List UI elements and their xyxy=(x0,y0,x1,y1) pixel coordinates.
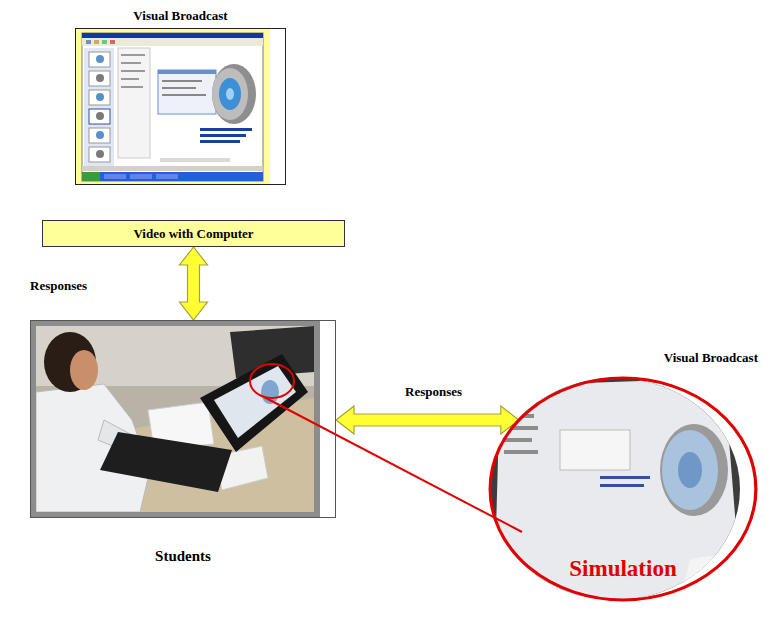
slide-thumb xyxy=(89,90,110,105)
leader-line xyxy=(264,397,522,532)
circle-outline: Simulation xyxy=(488,376,758,602)
screenshot-ground xyxy=(75,28,270,185)
zoom-line xyxy=(504,402,538,406)
software-screenshot xyxy=(75,28,270,185)
photo-box: Students xyxy=(30,320,336,565)
property-panel xyxy=(118,48,150,158)
disk-bore xyxy=(226,88,234,100)
task-button xyxy=(156,174,178,179)
task-button xyxy=(104,174,126,179)
zoom-dialog xyxy=(560,430,630,470)
slide-thumb xyxy=(89,128,110,143)
tool-icon xyxy=(110,40,115,44)
panel-line xyxy=(121,78,139,80)
zoom-line xyxy=(504,414,534,418)
caption-box: Video with Computer xyxy=(42,220,345,247)
status-bar xyxy=(82,166,263,171)
highlight-circle xyxy=(250,364,294,398)
slide-thumb xyxy=(89,109,110,124)
slide-text xyxy=(200,134,246,137)
keyboard xyxy=(100,432,232,492)
thumb-figure xyxy=(96,55,104,63)
slide-thumb xyxy=(89,71,110,86)
slide-thumb xyxy=(89,147,110,162)
panel-line xyxy=(121,62,141,64)
thumb-figure xyxy=(96,93,104,101)
thumb-figure xyxy=(96,74,104,82)
classroom-photo xyxy=(30,320,320,518)
box-outline xyxy=(75,28,286,185)
dialog-line xyxy=(162,80,202,82)
tool-icon xyxy=(94,40,99,44)
panel-line xyxy=(121,54,145,56)
zoom-line xyxy=(504,438,532,442)
zoom-menu xyxy=(500,388,560,394)
zoom-disk-face xyxy=(662,430,718,510)
tool-icon xyxy=(102,40,107,44)
dialog-line xyxy=(162,94,206,96)
tool-icon xyxy=(86,40,91,44)
taskbar xyxy=(82,172,263,181)
thumb-figure xyxy=(96,131,104,139)
box-outline xyxy=(30,320,336,518)
zoom-text xyxy=(600,476,650,479)
menu-bar xyxy=(82,38,263,46)
slide-text xyxy=(200,140,240,143)
task-button xyxy=(130,174,152,179)
slide-text xyxy=(200,128,252,131)
arrow-label: Responses xyxy=(405,384,462,400)
box-heading: Visual Broadcast xyxy=(75,8,286,24)
box-heading: Students xyxy=(30,548,336,565)
title-bar xyxy=(82,33,263,38)
face xyxy=(70,350,98,390)
dialog-line xyxy=(162,87,196,89)
ellipse-border xyxy=(490,378,756,600)
panel-line xyxy=(121,86,143,88)
zoom-ground xyxy=(488,376,742,602)
photo-frame xyxy=(30,320,320,518)
zoom-disk-hub xyxy=(678,452,702,488)
box-heading: Visual Broadcast xyxy=(488,350,758,366)
zoom-text xyxy=(600,484,644,487)
zoom-circle: Visual BroadcastSimulation xyxy=(488,350,758,602)
zoom-object xyxy=(680,556,745,602)
box-text: Video with Computer xyxy=(133,226,253,242)
disk-hub xyxy=(219,78,241,110)
screenshot-box: Visual Broadcast xyxy=(75,8,286,185)
block-arrow xyxy=(180,247,208,320)
zoomed-screen xyxy=(488,376,745,602)
thumb-figure xyxy=(96,150,104,158)
dialog-box xyxy=(158,70,216,114)
room-wall xyxy=(36,326,314,512)
box-outline: Video with Computer xyxy=(42,220,345,247)
zoom-line xyxy=(504,450,538,454)
block-arrow xyxy=(336,406,519,434)
dialog-bar xyxy=(158,70,216,74)
disk-face xyxy=(212,68,248,120)
app-window xyxy=(82,33,263,181)
screen-display xyxy=(214,366,296,438)
laptop-screen xyxy=(200,354,308,452)
zoom-disk-rim xyxy=(660,424,728,516)
box-text: Simulation xyxy=(569,556,676,582)
slide-panel xyxy=(84,48,114,166)
arrow-label: Responses xyxy=(30,278,87,294)
thumb-figure xyxy=(96,112,104,120)
disk-rim xyxy=(212,64,256,124)
slide-thumb xyxy=(89,52,110,67)
start-button xyxy=(82,172,100,181)
notes-line xyxy=(160,158,230,162)
panel-line xyxy=(121,70,145,72)
